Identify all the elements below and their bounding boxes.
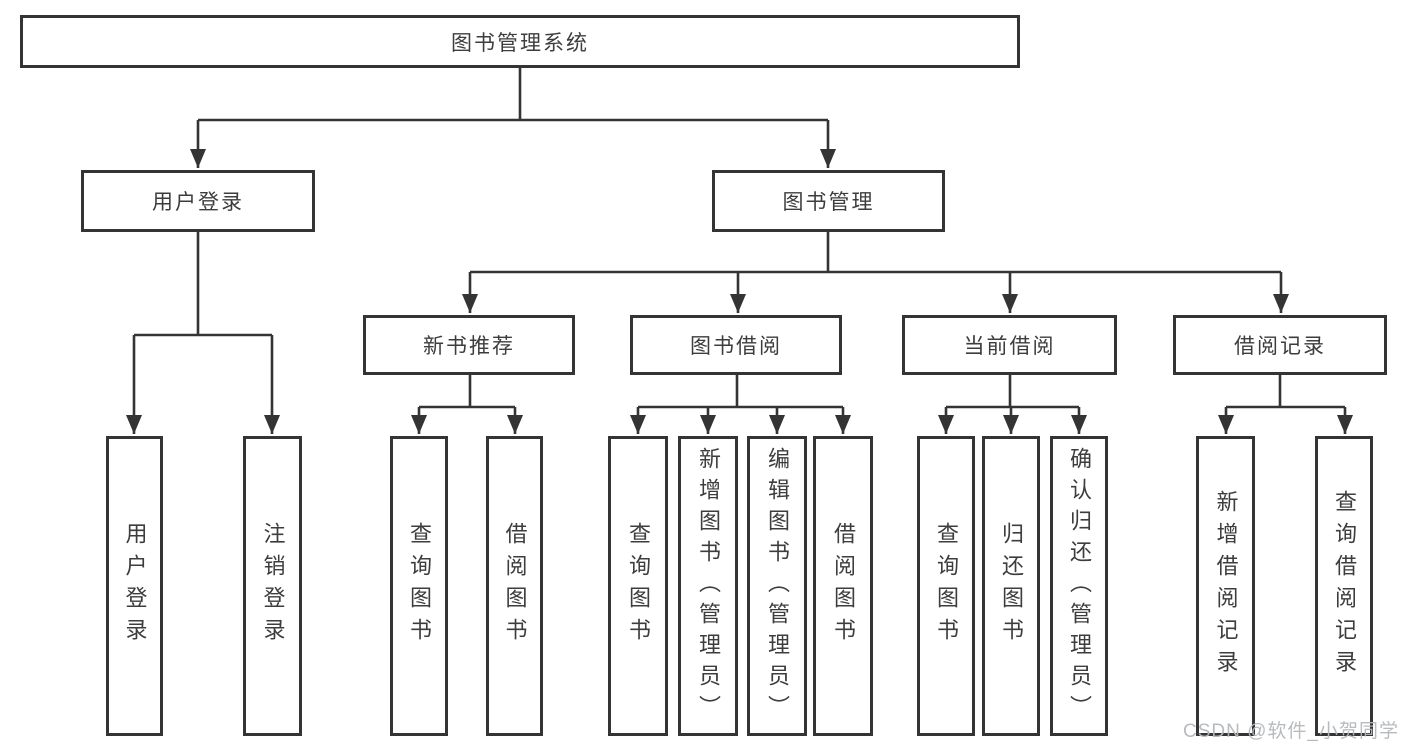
leaf-user-login: 用户登录 — [106, 436, 163, 736]
leaf-query-books-borrow: 查询图书 — [608, 436, 668, 736]
leaf-logout-login: 注销登录 — [243, 436, 302, 736]
node-new-book-recommend: 新书推荐 — [363, 315, 575, 375]
node-user-login: 用户登录 — [81, 170, 315, 232]
leaf-borrow-books: 借阅图书 — [813, 436, 873, 736]
csdn-watermark: CSDN @软件_小贺同学 — [1183, 721, 1399, 742]
node-library-system: 图书管理系统 — [20, 15, 1020, 68]
leaf-edit-books-admin: 编辑图书（管理员） — [747, 436, 807, 736]
leaf-add-books-admin: 新增图书（管理员） — [678, 436, 738, 736]
leaf-query-books-current: 查询图书 — [917, 436, 975, 736]
node-borrow-records: 借阅记录 — [1173, 315, 1387, 375]
leaf-query-borrow-record: 查询借阅记录 — [1315, 436, 1373, 736]
leaf-return-books: 归还图书 — [982, 436, 1040, 736]
leaf-borrow-books-recommend: 借阅图书 — [486, 436, 543, 736]
leaf-query-books-recommend: 查询图书 — [390, 436, 448, 736]
node-current-borrow: 当前借阅 — [902, 315, 1117, 375]
leaf-add-borrow-record: 新增借阅记录 — [1196, 436, 1255, 736]
leaf-confirm-return-admin: 确认归还（管理员） — [1050, 436, 1108, 736]
node-book-management: 图书管理 — [712, 170, 945, 232]
node-book-borrow: 图书借阅 — [630, 315, 842, 375]
